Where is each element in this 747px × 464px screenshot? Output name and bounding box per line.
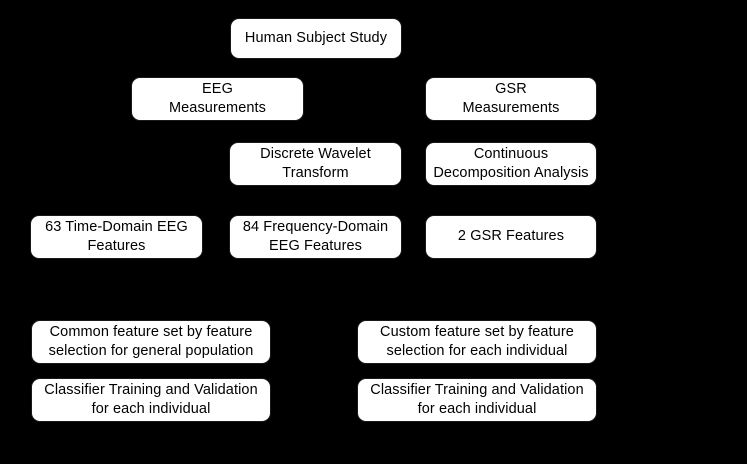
node-label: Discrete Wavelet Transform: [260, 145, 371, 181]
node-frequency-domain-eeg-features: 84 Frequency-Domain EEG Features: [229, 215, 402, 259]
node-custom-feature-set: Custom feature set by feature selection …: [357, 320, 597, 364]
node-discrete-wavelet-transform: Discrete Wavelet Transform: [229, 142, 402, 186]
node-classifier-training-custom: Classifier Training and Validation for e…: [357, 378, 597, 422]
node-label: Classifier Training and Validation for e…: [44, 381, 258, 417]
node-label: Continuous Decomposition Analysis: [433, 145, 589, 181]
node-label: Custom feature set by feature selection …: [380, 323, 574, 359]
node-classifier-training-common: Classifier Training and Validation for e…: [31, 378, 271, 422]
node-continuous-decomposition-analysis: Continuous Decomposition Analysis: [425, 142, 597, 186]
node-time-domain-eeg-features: 63 Time-Domain EEG Features: [30, 215, 203, 259]
node-label: EEG Measurements: [168, 80, 267, 116]
node-label: Classifier Training and Validation for e…: [370, 381, 584, 417]
node-eeg-measurements: EEG Measurements: [131, 77, 304, 121]
node-label: GSR Measurements: [462, 80, 560, 116]
node-label: Common feature set by feature selection …: [48, 323, 254, 359]
node-common-feature-set: Common feature set by feature selection …: [31, 320, 271, 364]
node-human-subject-study: Human Subject Study: [230, 18, 402, 59]
node-gsr-features: 2 GSR Features: [425, 215, 597, 259]
node-label: Human Subject Study: [244, 29, 388, 46]
node-label: 84 Frequency-Domain EEG Features: [242, 218, 389, 254]
node-label: 2 GSR Features: [457, 228, 565, 245]
node-label: 63 Time-Domain EEG Features: [45, 218, 188, 254]
node-gsr-measurements: GSR Measurements: [425, 77, 597, 121]
